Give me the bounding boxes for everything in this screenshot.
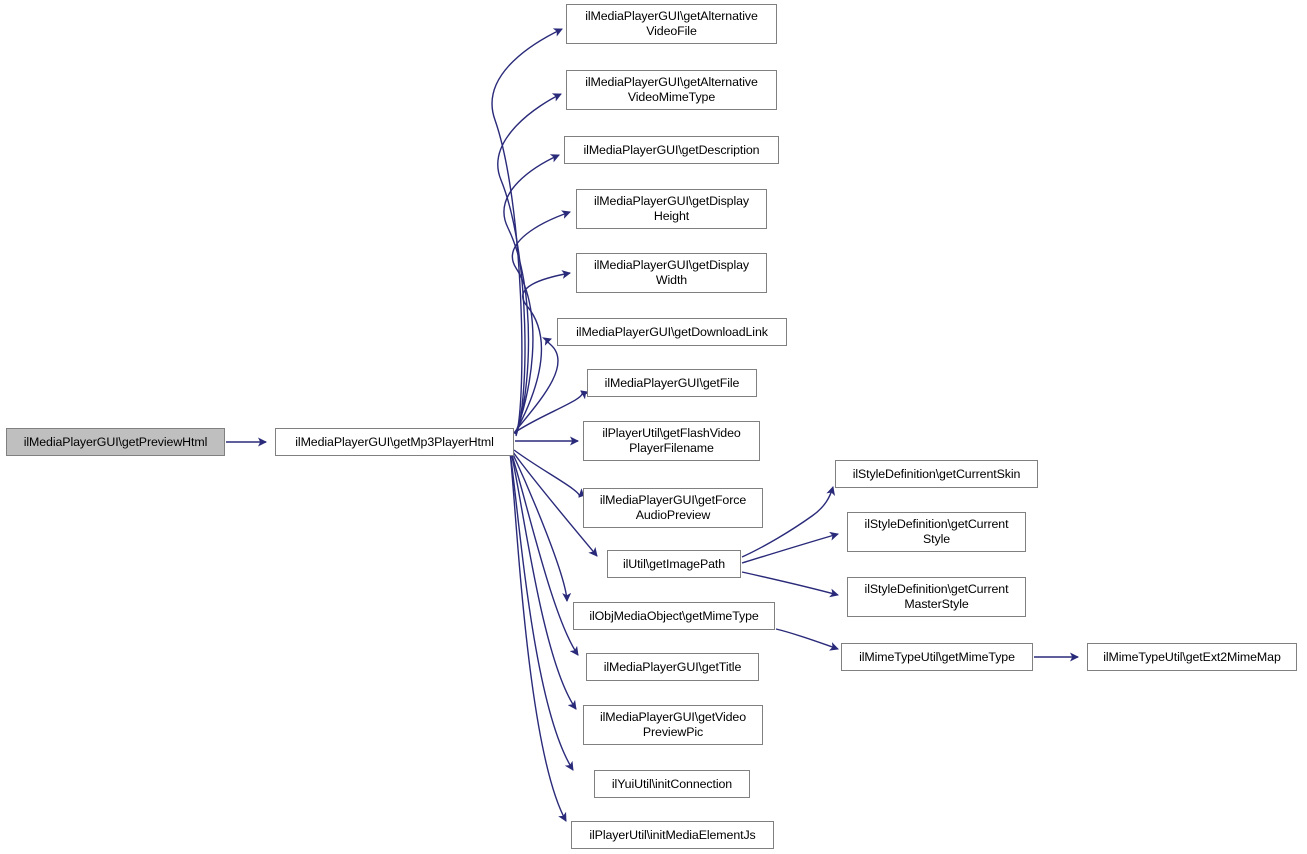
graph-node-label: ilMediaPlayerGUI\getDescription — [583, 142, 760, 157]
graph-edge-n1-to-n16 — [509, 451, 567, 822]
graph-node-n10[interactable]: ilMediaPlayerGUI\getForce AudioPreview — [583, 488, 763, 528]
graph-node-label: ilPlayerUtil\initMediaElementJs — [589, 827, 756, 842]
graph-node-label: ilStyleDefinition\getCurrent MasterStyle — [864, 582, 1009, 611]
graph-node-label: ilMediaPlayerGUI\getVideo PreviewPic — [599, 710, 747, 739]
graph-node-n2[interactable]: ilMediaPlayerGUI\getAlternative VideoFil… — [566, 4, 777, 44]
graph-node-label: ilPlayerUtil\getFlashVideo PlayerFilenam… — [602, 426, 741, 455]
graph-node-label: ilStyleDefinition\getCurrent Style — [864, 517, 1009, 546]
graph-edge-n1-to-n14 — [510, 451, 577, 710]
graph-node-label: ilYuiUtil\initConnection — [611, 776, 733, 791]
graph-node-n6[interactable]: ilMediaPlayerGUI\getDisplay Width — [576, 253, 767, 293]
graph-node-n3[interactable]: ilMediaPlayerGUI\getAlternative VideoMim… — [566, 70, 777, 110]
graph-edge-n1-to-n12 — [511, 451, 572, 602]
graph-node-label: ilMediaPlayerGUI\getDisplay Height — [594, 194, 749, 223]
graph-node-n21[interactable]: ilMimeTypeUtil\getExt2MimeMap — [1087, 643, 1297, 671]
graph-edge-n12-to-n20 — [775, 628, 839, 651]
graph-node-label: ilUtil\getImagePath — [622, 556, 726, 571]
graph-edge-n1-to-n13 — [510, 451, 579, 656]
graph-node-label: ilMediaPlayerGUI\getTitle — [603, 659, 742, 674]
graph-edge-n11-to-n18 — [741, 531, 839, 564]
graph-node-n1[interactable]: ilMediaPlayerGUI\getMp3PlayerHtml — [275, 428, 514, 456]
graph-node-label: ilMediaPlayerGUI\getAlternative VideoMim… — [585, 75, 758, 104]
graph-node-n5[interactable]: ilMediaPlayerGUI\getDisplay Height — [576, 189, 767, 229]
graph-edge-n1-to-n4 — [503, 154, 560, 435]
graph-node-n19[interactable]: ilStyleDefinition\getCurrent MasterStyle — [847, 577, 1026, 617]
graph-node-label: ilMediaPlayerGUI\getMp3PlayerHtml — [295, 434, 494, 449]
graph-edge-n1-to-n15 — [509, 451, 574, 771]
graph-node-n15[interactable]: ilYuiUtil\initConnection — [594, 770, 750, 798]
graph-node-label: ilMediaPlayerGUI\getPreviewHtml — [23, 434, 208, 449]
graph-node-label: ilStyleDefinition\getCurrentSkin — [852, 466, 1021, 481]
graph-node-n4[interactable]: ilMediaPlayerGUI\getDescription — [564, 136, 779, 164]
graph-node-label: ilMediaPlayerGUI\getFile — [604, 375, 740, 390]
graph-node-n8[interactable]: ilMediaPlayerGUI\getFile — [587, 369, 757, 397]
graph-edge-n1-to-n6 — [514, 270, 571, 434]
graph-node-n14[interactable]: ilMediaPlayerGUI\getVideo PreviewPic — [583, 705, 763, 745]
graph-node-label: ilMediaPlayerGUI\getAlternative VideoFil… — [585, 9, 758, 38]
graph-node-label: ilMediaPlayerGUI\getForce AudioPreview — [599, 493, 747, 522]
graph-edge-n1-to-n3 — [497, 93, 562, 436]
graph-edge-n1-to-n8 — [513, 390, 591, 434]
graph-node-n20[interactable]: ilMimeTypeUtil\getMimeType — [841, 643, 1033, 671]
graph-node-label: ilMediaPlayerGUI\getDownloadLink — [576, 324, 768, 339]
graph-node-n7[interactable]: ilMediaPlayerGUI\getDownloadLink — [557, 318, 787, 346]
graph-node-label: ilMediaPlayerGUI\getDisplay Width — [594, 258, 749, 287]
graph-node-n11[interactable]: ilUtil\getImagePath — [607, 550, 741, 578]
graph-edge-n1-to-n10 — [513, 449, 588, 498]
graph-node-label: ilMimeTypeUtil\getMimeType — [859, 649, 1015, 664]
graph-node-n18[interactable]: ilStyleDefinition\getCurrent Style — [847, 512, 1026, 552]
graph-node-n0[interactable]: ilMediaPlayerGUI\getPreviewHtml — [6, 428, 225, 456]
graph-node-label: ilObjMediaObject\getMimeType — [589, 608, 759, 623]
graph-node-n12[interactable]: ilObjMediaObject\getMimeType — [573, 602, 775, 630]
graph-edge-n1-to-n7 — [513, 337, 559, 434]
graph-node-n16[interactable]: ilPlayerUtil\initMediaElementJs — [571, 821, 774, 849]
graph-node-label: ilMimeTypeUtil\getExt2MimeMap — [1103, 649, 1281, 664]
graph-edge-n11-to-n19 — [741, 571, 839, 598]
graph-node-n9[interactable]: ilPlayerUtil\getFlashVideo PlayerFilenam… — [583, 421, 760, 461]
graph-node-n17[interactable]: ilStyleDefinition\getCurrentSkin — [835, 460, 1038, 488]
graph-node-n13[interactable]: ilMediaPlayerGUI\getTitle — [586, 653, 759, 681]
graph-edge-n1-to-n2 — [491, 28, 563, 437]
